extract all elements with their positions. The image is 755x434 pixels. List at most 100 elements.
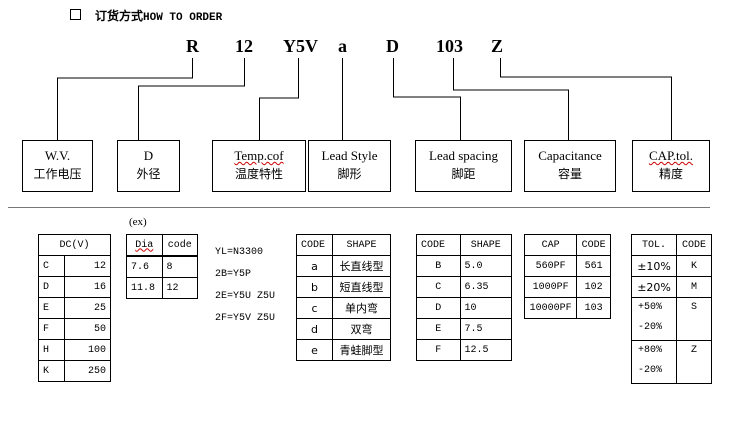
tol-code: K bbox=[676, 255, 712, 277]
spacing-code: B bbox=[416, 255, 461, 277]
cap-value: 10000PF bbox=[523, 297, 578, 319]
code-header: CODE bbox=[416, 234, 461, 256]
dc-code: C bbox=[38, 255, 65, 277]
temp-notes: YL=N3300 2B=Y5P 2E=Y5U Z5U 2F=Y5V Z5U bbox=[215, 242, 275, 330]
table-row: +80% -20% Z bbox=[630, 340, 712, 384]
tol-code: M bbox=[676, 276, 712, 298]
box-temp-cn: 温度特性 bbox=[234, 167, 283, 181]
spacing-value: 7.5 bbox=[459, 318, 513, 340]
connector-capacitance bbox=[453, 58, 569, 140]
box-capacitance: Capacitance 容量 bbox=[524, 140, 616, 192]
connector-tol bbox=[500, 58, 672, 140]
dc-code: D bbox=[38, 276, 65, 298]
code-part-wv: R bbox=[186, 36, 199, 56]
header-title-en: HOW TO ORDER bbox=[143, 12, 223, 24]
lead-shape: 长直线型 bbox=[332, 255, 391, 277]
spacing-code: C bbox=[416, 276, 461, 298]
lead-code: c bbox=[295, 297, 334, 319]
box-capacitance-en: Capacitance bbox=[538, 148, 602, 163]
box-wv: W.V. 工作电压 bbox=[22, 140, 93, 192]
box-tol: CAP.tol. 精度 bbox=[632, 140, 710, 192]
box-temp-en: Temp.cof bbox=[234, 148, 284, 163]
box-lead-style: Lead Style 脚形 bbox=[308, 140, 391, 192]
connector-wv bbox=[57, 58, 193, 140]
tol-value: ±10% bbox=[630, 255, 678, 277]
separator-line bbox=[8, 207, 710, 208]
tol-value-line: +50% bbox=[638, 302, 663, 313]
lead-code: e bbox=[295, 339, 334, 361]
tol-value-line: -20% bbox=[638, 365, 663, 376]
code-part-capacitance: 103 bbox=[436, 36, 463, 56]
dia-value: 7.6 bbox=[126, 255, 163, 278]
table-row: +50% -20% S bbox=[630, 297, 712, 341]
connector-temp bbox=[259, 58, 299, 140]
temp-note: 2B=Y5P bbox=[215, 269, 252, 280]
spacing-code: D bbox=[416, 297, 461, 319]
header-title-cn: 订货方式 bbox=[95, 9, 144, 23]
lead-code: b bbox=[295, 276, 334, 298]
tol-code: Z bbox=[676, 340, 712, 384]
lead-shape: 青蛙脚型 bbox=[332, 339, 391, 361]
shape-header: SHAPE bbox=[459, 234, 513, 256]
dia-value: 11.8 bbox=[126, 277, 163, 299]
spacing-value: 10 bbox=[459, 297, 513, 319]
cap-code: 103 bbox=[576, 297, 611, 319]
dc-value: 250 bbox=[63, 360, 112, 382]
box-lead-spacing: Lead spacing 脚距 bbox=[415, 140, 512, 192]
box-lead-style-en: Lead Style bbox=[321, 148, 378, 163]
tol-value-line: +80% bbox=[638, 345, 663, 356]
cap-value: 560PF bbox=[523, 255, 578, 277]
tol-value-line: -20% bbox=[638, 322, 663, 333]
example-label: (ex) bbox=[129, 216, 147, 228]
spacing-code: F bbox=[416, 339, 461, 361]
box-dia: D 外径 bbox=[117, 140, 180, 192]
tol-value: +80% -20% bbox=[630, 340, 678, 384]
tol-value: ±20% bbox=[630, 276, 678, 298]
dia-code: 12 bbox=[161, 277, 198, 299]
dc-value: 50 bbox=[63, 318, 112, 340]
code-header: CODE bbox=[295, 234, 334, 256]
checkbox-square-icon bbox=[70, 9, 81, 20]
lead-shape: 短直线型 bbox=[332, 276, 391, 298]
cap-code: 561 bbox=[576, 255, 611, 277]
box-lead-spacing-cn: 脚距 bbox=[451, 167, 476, 181]
box-lead-spacing-en: Lead spacing bbox=[429, 148, 498, 163]
dc-value: 100 bbox=[63, 339, 112, 361]
code-header: CODE bbox=[576, 234, 611, 256]
table-row: ±10%K bbox=[630, 255, 712, 277]
box-dia-en: D bbox=[143, 148, 154, 163]
table-row: ±20%M bbox=[630, 276, 712, 298]
box-lead-style-cn: 脚形 bbox=[337, 167, 362, 181]
code-part-lead-spacing: D bbox=[386, 36, 399, 56]
tol-code: S bbox=[676, 297, 712, 341]
lead-shape: 单内弯 bbox=[332, 297, 391, 319]
shape-header: SHAPE bbox=[332, 234, 391, 256]
spacing-value: 5.0 bbox=[459, 255, 513, 277]
dc-value: 12 bbox=[63, 255, 112, 277]
tol-header: TOL. bbox=[630, 234, 678, 256]
code-part-lead-style: a bbox=[338, 36, 347, 56]
dc-code: E bbox=[38, 297, 65, 319]
tol-value: +50% -20% bbox=[630, 297, 678, 341]
dia-header: Dia bbox=[126, 234, 163, 257]
cap-code: 102 bbox=[576, 276, 611, 298]
